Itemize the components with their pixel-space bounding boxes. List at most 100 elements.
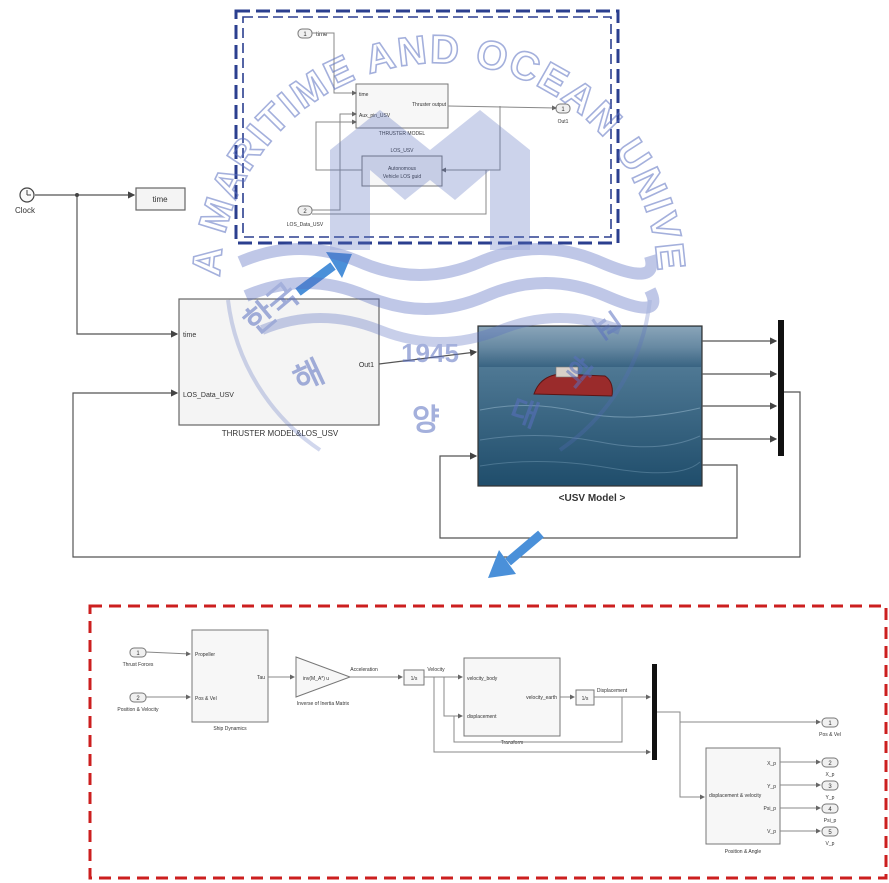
seal-wave-1 [237,243,658,281]
bottom-detail-subsystem: 1 Thrust Forces 2 Position & Velocity Pr… [88,604,888,880]
top-outport-1-number: 1 [561,107,565,113]
bottom-outport-3-label: Y_p [826,795,835,801]
usv-model-block[interactable] [477,325,703,487]
bottom-outport-2[interactable] [821,757,839,768]
top-wire-time [312,32,357,96]
top-detail-frame [234,9,620,245]
bottom-outport-5-label: V_p [826,841,835,847]
top-wire-los-data [312,111,357,211]
bottom-outport-4-number: 4 [828,807,832,813]
seal-wave-3 [260,313,622,347]
pos-block-out-4: V_p [767,829,776,835]
top-inport-2-number: 2 [303,209,307,215]
top-thruster-model-block[interactable] [355,83,449,129]
thruster-out-label: Out1 [359,362,374,369]
seal-emblem-icon [330,110,530,250]
position-angle-block[interactable] [705,747,781,845]
bottom-detail-frame [88,604,888,880]
bottom-outport-main-number: 1 [828,721,832,727]
time-to-workspace-block[interactable] [135,187,186,211]
usv-model-label: <USV Model > [559,493,626,504]
wire-feedback-to-usv [439,452,738,539]
mux-bar[interactable] [778,320,784,456]
wire-displacement-feedback [453,697,623,743]
ship-out-label: Tau [257,675,265,681]
top-thruster-in1-label: time [359,92,369,98]
bottom-inport-1-number: 1 [136,651,140,657]
wire-feedback-to-thruster [72,389,801,558]
top-thruster-in2-label: Aux_pin_USV [359,113,391,119]
seal-ring-left [226,299,322,452]
wire-thrust-to-ship [145,651,191,657]
bottom-outport-5[interactable] [821,826,839,837]
top-inport-2-label: LOS_Data_USV [287,222,324,228]
gain-text: inv(M_A*) u [303,676,329,682]
wire-clock-to-thruster [76,195,179,338]
top-detail-subsystem: 1 time time Aux_pin_USV Thruster output … [234,9,620,245]
bottom-outport-3[interactable] [821,780,839,791]
displacement-signal-label: Displacement [597,688,628,694]
wire-thruster-to-usv [378,349,478,365]
watermark-year: 1945 [401,338,459,368]
main-subsystem: Clock time time LOS_Data_USV Out1 THRUST… [15,187,801,578]
transform-out-label: velocity_earth [526,695,557,701]
bottom-outport-4[interactable] [821,803,839,814]
top-los-body-line2: Vehicle LOS guid [383,174,422,180]
integrator-velocity-label: 1/s [411,676,418,682]
top-outport-1-label: Out1 [558,119,569,125]
bottom-outport-main[interactable] [821,717,839,728]
bottom-outport-main-label: Pos & Vel [819,732,841,738]
top-wire-out [447,105,557,111]
branch-point-clock [75,193,79,197]
clock-label: Clock [15,206,36,215]
usv-boat-hull [533,373,613,397]
thruster-block-name: THRUSTER MODEL&LOS_USV [222,429,339,438]
top-wire-bottom-loop [312,170,487,215]
transform-block-name: Transform [501,740,524,746]
zoom-arrow-down [488,530,544,578]
acceleration-label: Acceleration [350,667,378,673]
ship-block-name: Ship Dynamics [213,726,247,732]
usv-photo-wave-1 [479,404,701,418]
pos-block-in-label: displacement & velocity [709,793,762,799]
top-los-body-line1: Autonomous [388,166,417,172]
top-los-block[interactable] [361,155,443,187]
thruster-in2-label: LOS_Data_USV [183,392,234,399]
bottom-outport-4-label: Psi_p [824,818,837,824]
bottom-outport-2-number: 2 [828,761,832,767]
wire-velocity-to-mux [433,677,651,755]
inverse-inertia-gain-block[interactable] [295,656,352,698]
bottom-inport-2-label: Position & Velocity [117,707,159,713]
top-thruster-block-name: THRUSTER MODEL [379,131,426,137]
usv-photo-horizon [479,327,701,367]
pos-block-out-2: Y_p [767,784,776,790]
transform-in2-label: displacement [467,714,497,720]
wire-mux-to-position-block [679,722,705,800]
top-los-block-title: LOS_USV [390,148,414,154]
top-thruster-out-label: Thruster output [412,102,447,108]
usv-boat-cabin [555,366,579,378]
gain-block-name: Inverse of Inertia Matrix [297,701,350,707]
pos-block-name: Position & Angle [725,849,762,855]
ship-in1-label: Propeller [195,652,215,658]
wire-velocity-branch-transform [443,677,463,719]
zoom-arrow-up [295,252,352,296]
time-block-label: time [152,195,168,204]
bottom-outport-2-label: X_p [826,772,835,778]
bottom-inport-1-label: Thrust Forces [123,662,154,668]
thruster-model-los-usv-block[interactable] [178,298,380,426]
top-detail-frame-inner [242,16,612,238]
bottom-inport-2-number: 2 [136,696,140,702]
seal-ring-right [558,299,652,452]
pos-block-out-3: Psi_p [763,806,776,812]
pos-block-out-1: X_p [767,761,776,767]
top-inport-1-label: time [316,32,328,38]
ship-dynamics-block[interactable] [191,629,269,723]
usv-photo-wave-2 [479,434,701,448]
usv-photo-wave-3 [479,460,701,474]
ship-in2-label: Pos & Vel [195,696,217,702]
seal-wave-2 [243,277,660,315]
bottom-mux-bar[interactable] [652,664,657,760]
top-inport-1-number: 1 [303,32,307,38]
